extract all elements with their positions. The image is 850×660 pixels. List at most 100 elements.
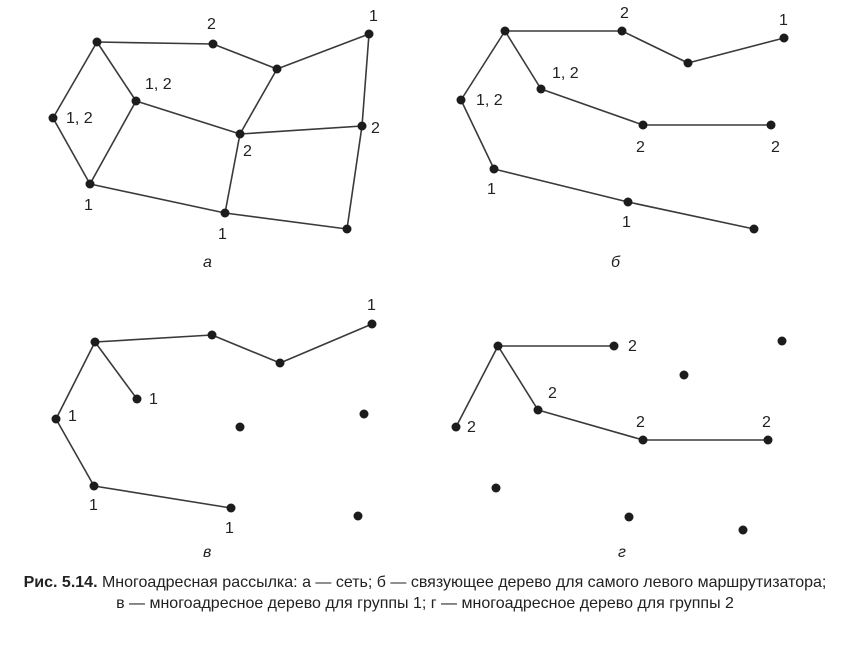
router-node (779, 33, 789, 43)
edge (89, 100, 137, 185)
edge (93, 485, 232, 509)
group-label: 1 (84, 197, 93, 214)
edge (52, 117, 91, 185)
group-label: 1 (779, 12, 788, 29)
panel-label-v: в (203, 544, 211, 561)
edge (361, 33, 370, 127)
figure-caption: Рис. 5.14. Многоадресная рассылка: а — с… (20, 572, 830, 614)
edge (94, 341, 138, 400)
group-label: 2 (620, 5, 629, 22)
router-node (623, 197, 633, 207)
edge (627, 201, 755, 230)
router-node (353, 511, 363, 521)
router-node (272, 64, 282, 74)
edge (621, 30, 689, 64)
panel-g-group2-tree: 2 2 2 2 2 г (451, 336, 787, 561)
panel-b-sink-tree: 2 1 1, 2 1, 2 2 2 1 1 б (456, 5, 789, 271)
router-node (89, 481, 99, 491)
group-label: 1 (367, 297, 376, 314)
router-node (208, 39, 218, 49)
caption-title: Рис. 5.14. (23, 574, 98, 591)
edge (279, 323, 373, 364)
edge (224, 133, 241, 214)
group-label: 2 (762, 414, 771, 431)
router-node (131, 96, 141, 106)
router-node (226, 503, 236, 513)
multicast-figure: 2 1 1, 2 1, 2 2 2 1 1 а 2 1 1, 2 1 (48, 5, 789, 561)
router-node (617, 26, 627, 36)
edge (212, 43, 278, 70)
router-node (85, 179, 95, 189)
edge (55, 418, 95, 487)
router-node (533, 405, 543, 415)
router-node (749, 224, 759, 234)
edge (239, 125, 363, 135)
panel-a-network: 2 1 1, 2 1, 2 2 2 1 1 а (48, 8, 380, 271)
group-label: 2 (207, 16, 216, 33)
router-node (48, 113, 58, 123)
edge (460, 99, 495, 170)
router-node (456, 95, 466, 105)
panel-label-a: а (203, 254, 212, 271)
router-node (489, 164, 499, 174)
group-label: 2 (636, 414, 645, 431)
router-node (491, 483, 501, 493)
group-label: 2 (771, 139, 780, 156)
router-node (624, 512, 634, 522)
router-node (235, 129, 245, 139)
group-label: 2 (548, 385, 557, 402)
edge (135, 100, 241, 135)
group-label: 1 (369, 8, 378, 25)
router-node (359, 409, 369, 419)
group-label: 1 (218, 226, 227, 243)
router-node (367, 319, 377, 329)
router-node (451, 422, 461, 432)
router-node (220, 208, 230, 218)
group-label: 1 (68, 408, 77, 425)
edge (455, 345, 499, 428)
router-node (609, 341, 619, 351)
group-label: 2 (467, 419, 476, 436)
panel-label-b: б (611, 254, 621, 271)
router-node (364, 29, 374, 39)
router-node (493, 341, 503, 351)
edge (239, 68, 278, 135)
edge (52, 41, 98, 119)
group-label: 2 (371, 120, 380, 137)
edge (493, 168, 629, 203)
group-label: 1, 2 (552, 65, 579, 82)
router-node (638, 120, 648, 130)
router-node (342, 224, 352, 234)
router-node (638, 435, 648, 445)
group-label: 1 (225, 520, 234, 537)
group-label: 2 (243, 143, 252, 160)
edge (537, 409, 644, 441)
router-node (766, 120, 776, 130)
router-node (235, 422, 245, 432)
edge (96, 41, 137, 102)
panel-v-group1-tree: 1 1 1 1 1 в (51, 297, 377, 561)
edge (460, 30, 506, 101)
group-label: 1 (487, 181, 496, 198)
edge (497, 345, 539, 411)
edge (89, 183, 226, 214)
router-node (132, 394, 142, 404)
edge (94, 334, 213, 343)
edge (55, 341, 96, 420)
router-node (763, 435, 773, 445)
edge (224, 212, 348, 230)
edge (211, 334, 281, 364)
group-label: 2 (636, 139, 645, 156)
router-node (275, 358, 285, 368)
router-node (51, 414, 61, 424)
edge (276, 33, 370, 70)
group-label: 1, 2 (145, 76, 172, 93)
router-node (536, 84, 546, 94)
router-node (683, 58, 693, 68)
group-label: 1, 2 (66, 110, 93, 127)
panel-label-g: г (618, 544, 626, 561)
edge (504, 30, 542, 90)
router-node (90, 337, 100, 347)
router-node (207, 330, 217, 340)
router-node (679, 370, 689, 380)
